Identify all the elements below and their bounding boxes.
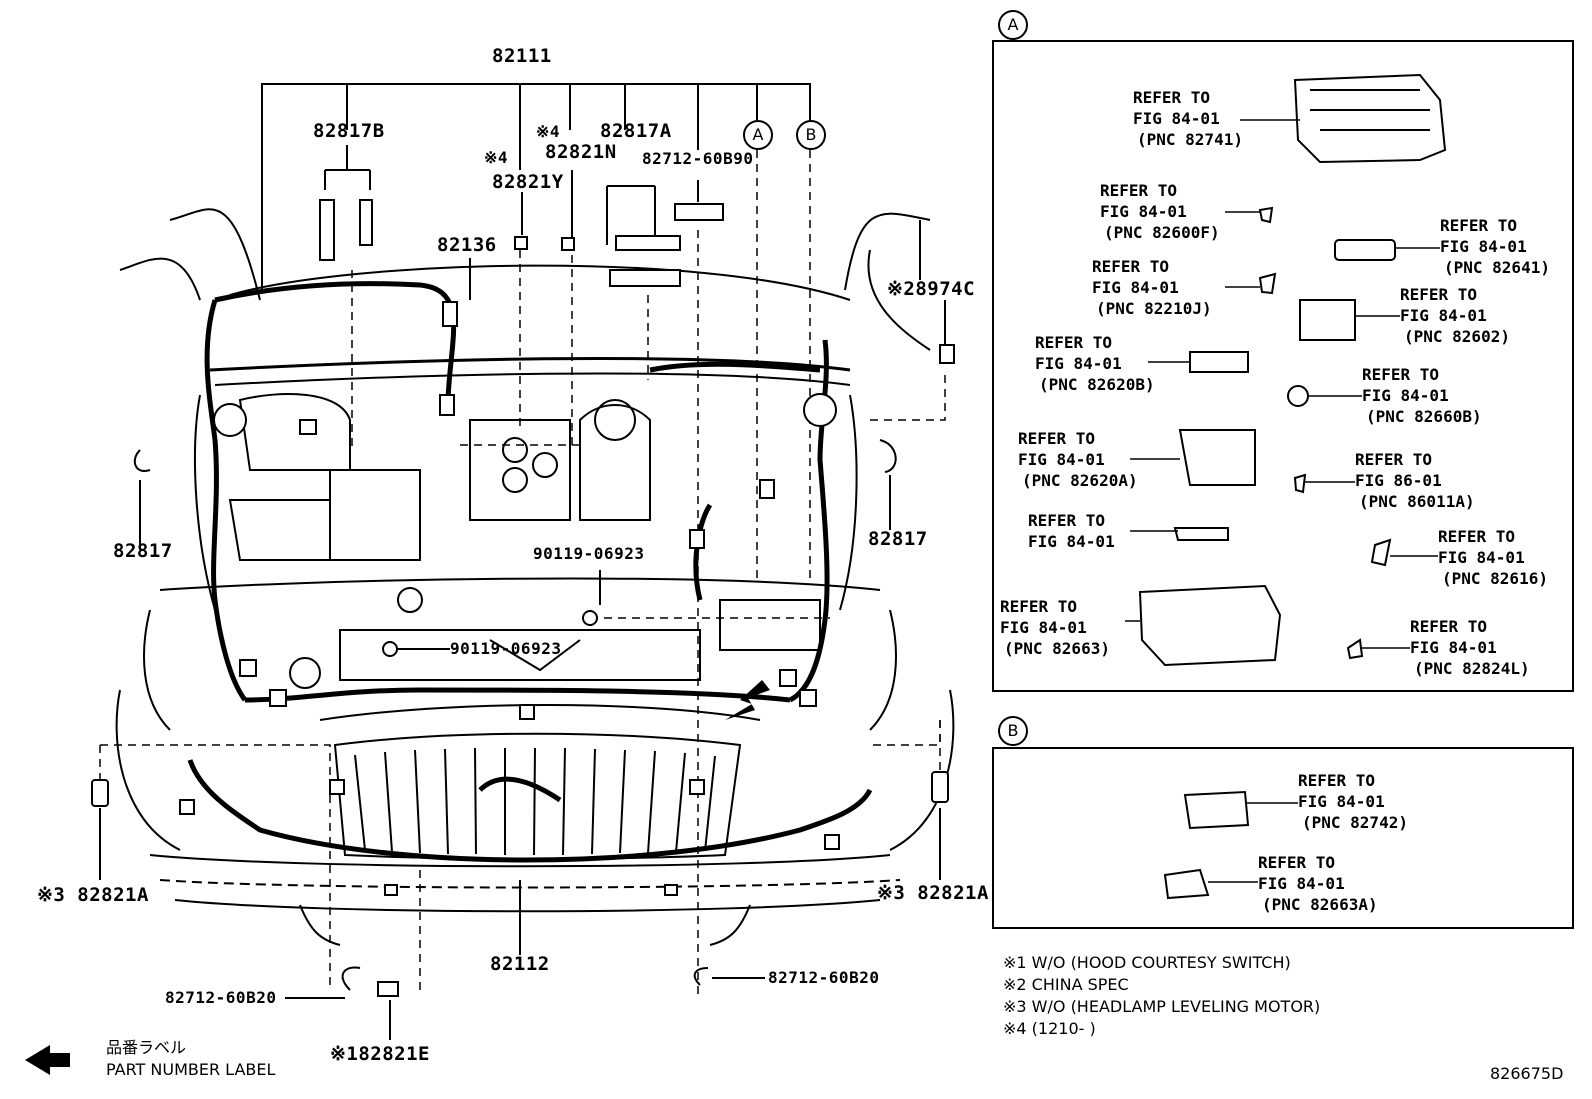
label-82821E: ※182821E	[330, 1043, 430, 1065]
legend-item-2: ※2 CHINA SPEC	[1003, 975, 1129, 994]
main-harness	[204, 299, 248, 702]
note4-label: ※4	[536, 122, 561, 141]
label-82817-left: 82817	[113, 540, 173, 562]
label-82817-right: 82817	[868, 528, 928, 550]
label-82817A: 82817A	[600, 120, 672, 142]
label-82712-60B90: 82712-60B90	[642, 149, 754, 168]
hood-outline	[169, 208, 931, 301]
top-bracket	[261, 83, 811, 290]
circle-callout-b: B	[796, 120, 826, 150]
label-90119-06923-b: 90119-06923	[450, 639, 562, 658]
legend-item-1: ※1 W/O (HOOD COURTESY SWITCH)	[1003, 953, 1291, 972]
legend-item-3: ※3 W/O (HEADLAMP LEVELING MOTOR)	[1003, 997, 1321, 1016]
panel-a-badge: A	[998, 10, 1028, 40]
label-82821Y: 82821Y	[492, 171, 564, 193]
label-82821A-right: ※3 82821A	[877, 882, 989, 904]
part-label-en: PART NUMBER LABEL	[106, 1060, 276, 1079]
drawing-number: 826675D	[1490, 1064, 1564, 1083]
label-82112: 82112	[490, 953, 550, 975]
circle-callout-a: A	[743, 120, 773, 150]
label-28974C: ※28974C	[887, 278, 976, 300]
direction-arrow	[725, 680, 770, 720]
label-82111: 82111	[492, 45, 552, 67]
panel-b-badge: B	[998, 716, 1028, 746]
legend-item-4: ※4 (1210- )	[1003, 1019, 1096, 1038]
label-82821N: 82821N	[545, 141, 617, 163]
label-82712-60B20-right: 82712-60B20	[768, 968, 880, 987]
label-82817B: 82817B	[313, 120, 385, 142]
part-label-jp: 品番ラベル	[106, 1038, 187, 1057]
label-82136: 82136	[437, 234, 497, 256]
label-82821A-left: ※3 82821A	[37, 884, 149, 906]
label-82712-60B20-left: 82712-60B20	[165, 988, 277, 1007]
note4-label-2: ※4	[484, 148, 509, 167]
legend: ※1 W/O (HOOD COURTESY SWITCH) ※2 CHINA S…	[1003, 952, 1320, 1040]
label-90119-06923-a: 90119-06923	[533, 544, 645, 563]
grille	[333, 732, 742, 860]
